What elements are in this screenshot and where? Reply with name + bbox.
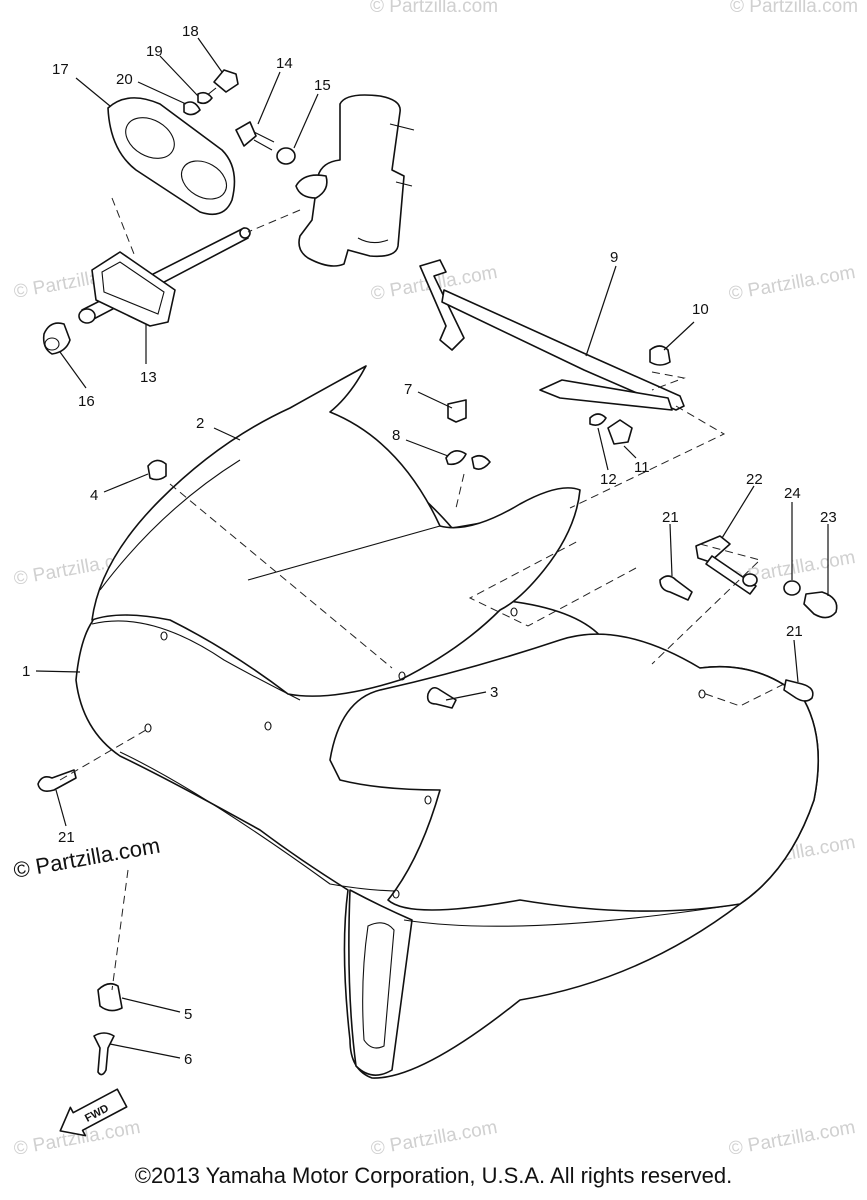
callout-10: 10 (692, 301, 709, 318)
callout-18: 18 (182, 23, 199, 40)
callout-9: 9 (610, 249, 618, 266)
washer-24 (783, 580, 801, 596)
nut-8 (471, 454, 491, 470)
bracket-22 (695, 535, 758, 595)
mounting-holes (144, 607, 706, 899)
callout-24: 24 (784, 485, 801, 502)
bolt-23 (803, 591, 838, 619)
meter-panel-17 (107, 97, 236, 216)
nut-20 (183, 101, 201, 116)
damper-16 (42, 322, 71, 355)
bolt-11 (607, 419, 633, 445)
nut-10 (649, 345, 671, 366)
nut-4 (147, 459, 167, 481)
callout-1: 1 (22, 663, 30, 680)
callout-7: 7 (404, 381, 412, 398)
screw-21-left (37, 769, 77, 792)
callout-4: 4 (90, 487, 98, 504)
callout-5: 5 (184, 1006, 192, 1023)
assembly-lines (59, 197, 785, 991)
callout-6: 6 (184, 1051, 192, 1068)
callout-17: 17 (52, 61, 69, 78)
leader-lines (35, 37, 829, 1059)
callout-3: 3 (490, 684, 498, 701)
callout-23: 23 (820, 509, 837, 526)
washer-19 (197, 91, 213, 105)
callout-14: 14 (276, 55, 293, 72)
stay-9 (419, 259, 685, 411)
screw-3 (426, 686, 457, 709)
watermark: © Partzilla.com (370, 0, 498, 17)
washer-15 (276, 147, 296, 165)
screw-21-upper (659, 575, 693, 601)
callout-22: 22 (746, 471, 763, 488)
collar-5 (97, 982, 123, 1012)
callout-8: 8 (392, 427, 400, 444)
watermark-dark: © Partzilla.com (12, 833, 162, 883)
fork-clamp (295, 94, 415, 267)
callout-2: 2 (196, 415, 204, 432)
callout-21-upper: 21 (662, 509, 679, 526)
windscreen-2 (91, 365, 581, 697)
callout-21-left: 21 (58, 829, 75, 846)
bracket-13 (91, 251, 176, 327)
callout-12: 12 (600, 471, 617, 488)
bolt-14 (235, 121, 275, 151)
watermark: © Partzilla.com (369, 1117, 499, 1160)
callout-21-right: 21 (786, 623, 803, 640)
callout-20: 20 (116, 71, 133, 88)
fwd-arrow-icon: FWD (59, 1088, 128, 1137)
watermark: © Partzilla.com (727, 262, 857, 305)
callout-19: 19 (146, 43, 163, 60)
callout-15: 15 (314, 77, 331, 94)
screw-21-right (783, 679, 814, 702)
bolt-18 (205, 69, 239, 97)
watermark: © Partzilla.com (730, 0, 858, 17)
bolt-7 (447, 399, 467, 423)
callout-13: 13 (140, 369, 157, 386)
callout-numbers: 1 2 3 4 5 6 7 8 9 10 11 12 13 14 15 16 1… (22, 23, 837, 1068)
washer-8 (445, 450, 467, 466)
watermark: © Partzilla.com (727, 1117, 857, 1160)
callout-11: 11 (634, 459, 650, 476)
washer-12 (589, 413, 607, 426)
copyright-notice: ©2013 Yamaha Motor Corporation, U.S.A. A… (134, 1163, 733, 1188)
callout-16: 16 (78, 393, 95, 410)
grommet-6 (93, 1032, 115, 1076)
